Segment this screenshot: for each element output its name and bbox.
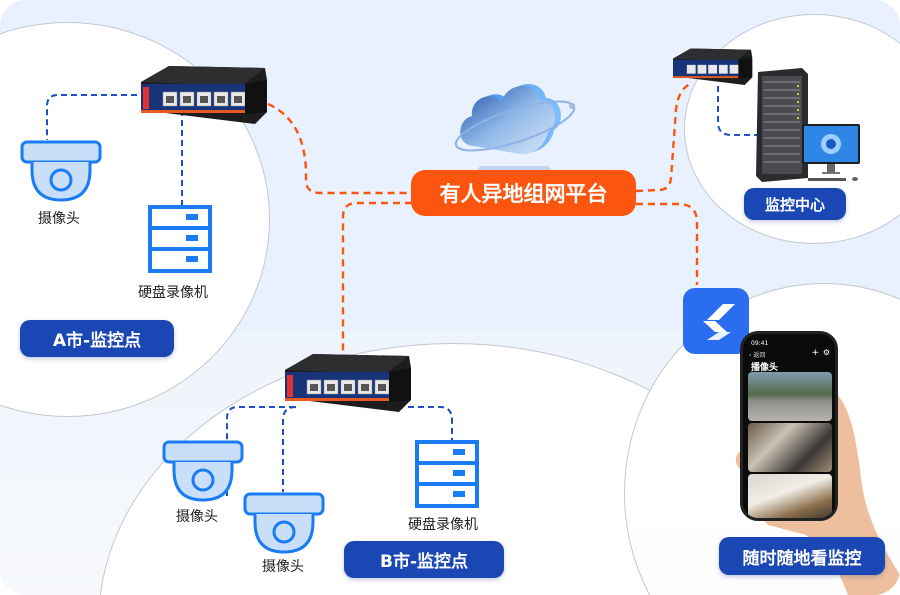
- platform-label-text: 有人异地组网平台: [439, 182, 608, 206]
- mobile-title-text: 随时随地看监控: [742, 548, 862, 569]
- lan-link-b-camera1: [226, 406, 295, 440]
- poe-switch-icon: [673, 48, 753, 85]
- nvr-icon: [148, 205, 212, 273]
- lan-link-b-camera2: [282, 406, 297, 492]
- site-b-title-text: B市-监控点: [379, 552, 468, 572]
- camera-feed-outdoor[interactable]: [748, 372, 832, 421]
- mobile-title: 随时随地看监控: [719, 537, 885, 575]
- site-b-nvr-label: 硬盘录像机: [408, 517, 478, 533]
- phone-settings-icon[interactable]: ⚙: [822, 348, 830, 357]
- site-a-camera-label: 摄像头: [38, 211, 80, 227]
- wan-link-mobile: [636, 202, 699, 285]
- camera-icon: [20, 140, 102, 202]
- wan-link-site-a: [267, 102, 412, 195]
- wan-link-center: [635, 82, 691, 193]
- phone-screen-title: 播像头: [751, 363, 779, 373]
- phone-back-label: 返回: [753, 352, 766, 359]
- poe-switch-icon: [285, 354, 411, 412]
- site-a-nvr-label: 硬盘录像机: [138, 285, 208, 301]
- phone-status-time: 09:41: [751, 340, 769, 347]
- camera-feed-garage[interactable]: [748, 423, 832, 472]
- phone-back-button[interactable]: ‹ 返回: [749, 352, 766, 359]
- app-logo-icon: [683, 288, 749, 354]
- camera-icon: [162, 440, 244, 502]
- center-title: 监控中心: [744, 188, 846, 220]
- camera-feed-living-room[interactable]: [748, 474, 832, 518]
- site-a-title: A市-监控点: [20, 320, 174, 357]
- phone-mockup: 09:41 ‹ 返回 + ⚙ 播像头: [740, 331, 838, 521]
- site-a-title-text: A市-监控点: [52, 331, 142, 351]
- poe-switch-icon: [141, 66, 267, 124]
- lan-link-a-camera: [46, 94, 137, 140]
- lan-link-b-nvr: [408, 406, 453, 440]
- platform-label: 有人异地组网平台: [411, 170, 636, 216]
- wan-link-site-b: [341, 201, 412, 352]
- monitor-icon: [802, 124, 860, 181]
- site-b-camera-label: 摄像头: [262, 559, 304, 575]
- center-title-text: 监控中心: [764, 195, 825, 214]
- nvr-icon: [415, 440, 479, 508]
- site-b-camera-label: 摄像头: [176, 509, 218, 525]
- camera-icon: [243, 492, 325, 554]
- cloud-icon: [454, 83, 576, 176]
- site-b-title: B市-监控点: [344, 541, 504, 578]
- server-rack-icon: [756, 68, 808, 182]
- phone-add-icon[interactable]: +: [811, 348, 819, 358]
